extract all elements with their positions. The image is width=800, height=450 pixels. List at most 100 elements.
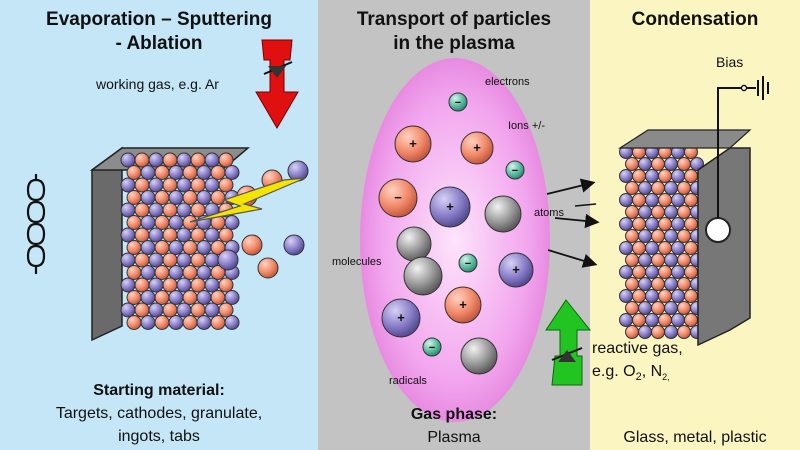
target-atom [168,165,184,180]
starting-material-line2: ingots, tabs [118,428,200,445]
target-atom [176,277,192,293]
target-atom [154,315,170,330]
substrate-atom [677,181,691,195]
target-atom [148,302,164,318]
substrate-atom [638,253,652,267]
target-atom [148,252,164,268]
substrate-atom [658,241,672,255]
substrate-atom [632,193,646,207]
substrate-atom [684,217,698,231]
target-atom [182,215,198,230]
target-atom-grid [120,152,240,330]
substrate-atom [651,301,665,315]
target-atom [210,165,226,180]
substrate-atom [632,217,646,231]
target-atom [176,202,192,218]
substrate-atom [638,301,652,315]
substrate-atom [619,289,633,303]
target-atom [140,165,156,180]
bias-wire [717,76,769,218]
substrate-atom [625,301,639,315]
substrate-atom [664,325,678,339]
target-atom [154,215,170,230]
target-atom [120,252,136,268]
target-atom [120,302,136,318]
target-atom [162,277,178,293]
plasma-ion: + [394,125,432,163]
ions-label: Ions +/- [508,120,545,132]
plasma-atom [484,195,522,233]
middle-heading-line1: Transport of particles [356,9,552,30]
plasma-molecule [403,256,443,296]
ejected-particle [217,249,239,271]
target-atom [162,202,178,218]
target-atom [162,252,178,268]
svg-text:+: + [473,140,481,155]
target-atom [204,252,220,268]
svg-text:−: − [465,258,471,270]
target-atom [176,152,192,168]
substrate-block [617,76,769,347]
reactive-gas-rest: , N [641,363,663,380]
target-atom [190,252,206,268]
target-atom [148,277,164,293]
target-atom [148,177,164,193]
substrate-atom [658,289,672,303]
svg-text:−: − [512,165,518,177]
target-atom [196,165,212,180]
target-atom [154,165,170,180]
target-atom [168,265,184,280]
svg-text:−: − [455,97,461,109]
target-atom [140,315,156,330]
substrate-atom [658,313,672,327]
substrate-atom [632,169,646,183]
reactive-gas-tail: 2, [662,372,670,383]
substrate-atom [632,265,646,279]
substrate-atom [632,289,646,303]
substrate-atom [645,169,659,183]
target-atom [182,190,198,205]
target-atom [168,290,184,305]
plasma-atom [460,337,498,375]
substrate-atom [684,169,698,183]
left-heading-line1: Evaporation – Sputtering [46,9,272,30]
substrate-atom [671,217,685,231]
target-atom [204,152,220,168]
target-atom [190,152,206,168]
target-atom [134,202,150,218]
substrate-atom [684,265,698,279]
target-atom [218,177,234,193]
svg-text:+: + [409,136,417,151]
target-atom [176,252,192,268]
target-atom [182,315,198,330]
target-atom [218,152,234,168]
target-atom [182,165,198,180]
target-atom [204,227,220,243]
substrate-atom [638,277,652,291]
ejected-particle [257,257,279,279]
target-atom [126,315,142,330]
substrate-atom [625,253,639,267]
substrate-atom [671,265,685,279]
target-atom [224,290,240,305]
target-atom [148,152,164,168]
substrate-atom [638,157,652,171]
substrate-atom [658,265,672,279]
substrate-atom [619,265,633,279]
plasma-electron: − [422,337,442,357]
substrate-atom [645,289,659,303]
substrate-atom [638,205,652,219]
substrate-atom [664,253,678,267]
target-atom [140,290,156,305]
svg-text:+: + [397,310,405,325]
substrate-atom [638,181,652,195]
target-atom [162,177,178,193]
substrate-atom [677,277,691,291]
ejected-particle [241,234,263,256]
target-atom [190,202,206,218]
substrate-atom [619,241,633,255]
target-atom [134,152,150,168]
target-atom [218,227,234,243]
